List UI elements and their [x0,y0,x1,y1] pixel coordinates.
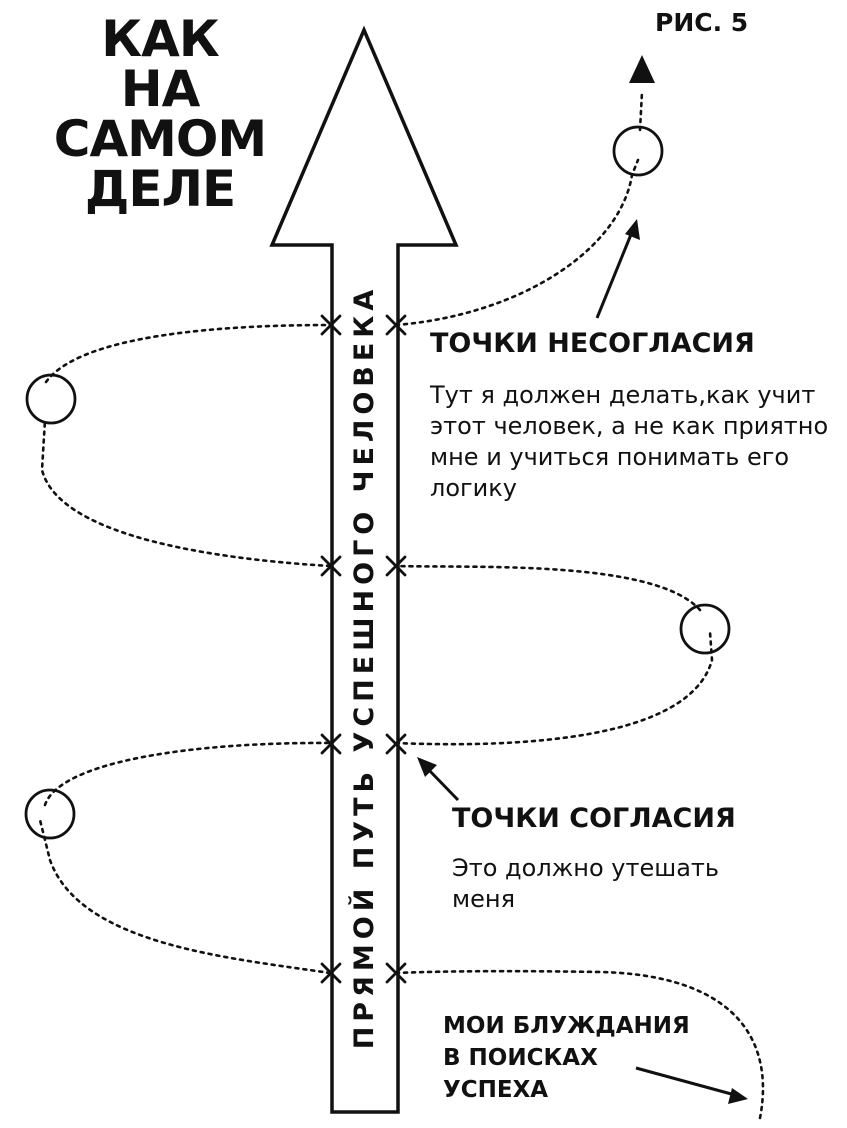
x-mark [385,314,407,336]
wandering-label: МОИ БЛУЖДАНИЯ В ПОИСКАХ УСПЕХА [443,1010,690,1106]
straight-path-arrow [269,25,459,1114]
title-line: НА САМОМ [53,60,267,168]
wandering-label-line: МОИ БЛУЖДАНИЯ [443,1013,690,1039]
wandering-label-line: УСПЕХА [443,1077,549,1103]
pointer-to-wandering [635,1066,748,1104]
wandering-path [38,90,765,1120]
x-mark [385,555,407,577]
circle-lower-left [24,788,76,840]
x-mark [385,962,407,984]
title-line: ДЕЛЕ [84,160,236,218]
circle-middle-right [679,603,731,655]
figure-label: РИС. 5 [655,8,749,37]
x-mark [385,733,407,755]
arrow-label: ПРЯМОЙ ПУТЬ УСПЕШНОГО ЧЕЛОВЕКА [349,284,380,1050]
wandering-label-line: В ПОИСКАХ [443,1045,598,1071]
pointer-to-disagreement [595,219,640,319]
x-mark [320,962,342,984]
wandering-arrowhead [629,55,655,83]
pointer-to-agreement [417,757,460,802]
disagreement-heading: ТОЧКИ НЕСОГЛАСИЯ [430,328,755,359]
crossing-marks [320,314,407,984]
x-mark [320,314,342,336]
x-mark [320,555,342,577]
circle-top-right [612,125,664,177]
page-title: КАК НА САМОМ ДЕЛЕ [10,14,310,214]
title-line: КАК [101,10,219,68]
circle-upper-left [25,373,77,425]
agreement-text: Это должно утешать меня [452,854,720,913]
turning-point-circles [24,125,731,840]
disagreement-text: Тут я должен делать,как учит этот челове… [430,381,829,502]
x-mark [320,733,342,755]
agreement-heading: ТОЧКИ СОГЛАСИЯ [452,803,736,834]
